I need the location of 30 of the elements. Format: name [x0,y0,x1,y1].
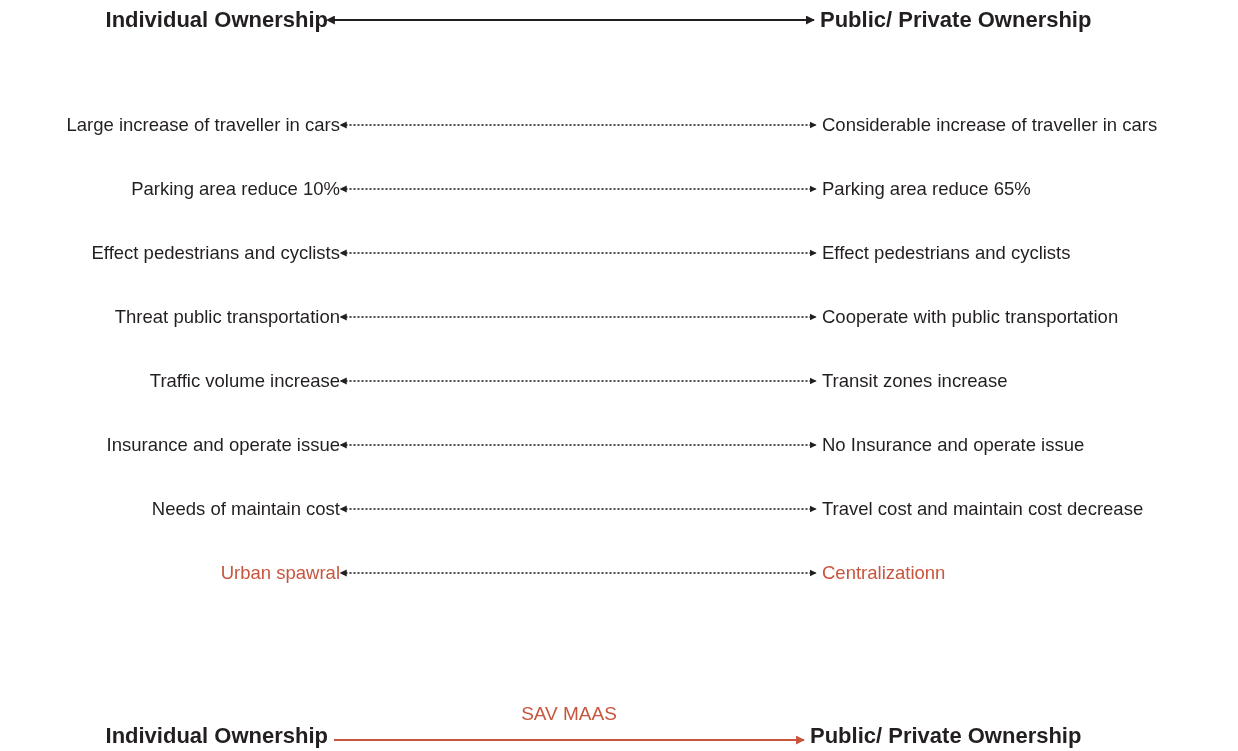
text-label: Insurance and operate issue [106,434,340,456]
double-headed-arrow [339,121,817,129]
double-headed-arrow [339,249,817,257]
double-headed-arrow [339,313,817,321]
text-label: Urban spawral [220,562,340,584]
text-label: Parking area reduce 65% [822,178,1031,200]
heading-label: Public/ Private Ownership [820,7,1092,33]
text-label: Needs of maintain cost [151,498,340,520]
text-label: Effect pedestrians and cyclists [822,242,1071,264]
double-headed-arrow [339,185,817,193]
text-label: Transit zones increase [822,370,1008,392]
text-label: Effect pedestrians and cyclists [91,242,340,264]
text-label: Traffic volume increase [149,370,340,392]
text-label: Parking area reduce 10% [131,178,340,200]
double-headed-arrow [339,569,817,577]
text-label: Travel cost and maintain cost decrease [822,498,1144,520]
text-label: Cooperate with public transportation [822,306,1119,328]
text-label: No Insurance and operate issue [822,434,1085,456]
double-headed-arrow [339,377,817,385]
double-headed-arrow [339,441,817,449]
heading-label: Individual Ownership [105,7,328,33]
double-headed-arrow [325,15,815,25]
arrow [333,735,805,745]
double-headed-arrow [339,505,817,513]
text-label: Threat public transportation [114,306,340,328]
text-label: Centralizationn [822,562,946,584]
text-label: Large increase of traveller in cars [66,114,340,136]
heading-label: Individual Ownership [105,723,328,749]
text-label: Considerable increase of traveller in cars [822,114,1158,136]
heading-label: Public/ Private Ownership [810,723,1082,749]
